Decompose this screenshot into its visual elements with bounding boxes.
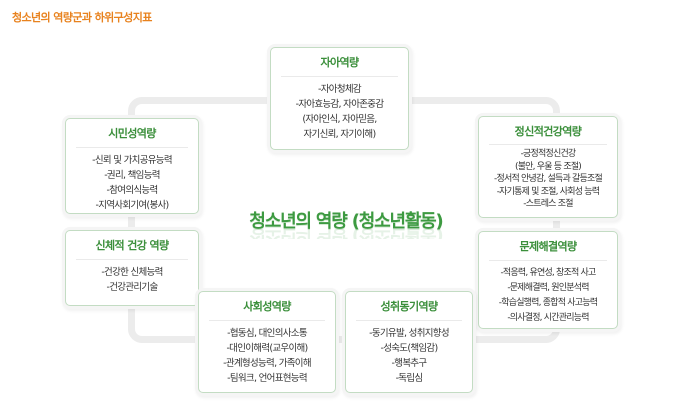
box-divider xyxy=(489,260,607,261)
box-item: -적응력, 유연성, 창조적 사고 xyxy=(500,268,596,278)
box-title: 성취동기역량 xyxy=(380,300,438,313)
competency-box-problem-solving: 문제해결역량 -적응력, 유연성, 창조적 사고 -문제해결력, 원인분석력 -… xyxy=(478,231,618,329)
center-title-reflection: 청소년의 역량 (청소년활동) xyxy=(226,229,466,239)
box-items: -적응력, 유연성, 창조적 사고 -문제해결력, 원인분석력 -학습실행력, … xyxy=(479,266,617,326)
box-item: -의사결정, 시간관리능력 xyxy=(507,313,589,323)
box-item: -관계형성능력, 가족이해 xyxy=(223,358,311,369)
box-title: 자아역량 xyxy=(320,56,359,69)
box-title: 신체적 건강 역량 xyxy=(95,239,169,252)
box-item: -긍정적정신건강 xyxy=(520,149,577,159)
box-item: -협동심, 대인의사소통 xyxy=(227,328,307,339)
box-items: -신뢰 및 가치공유능력 -권리, 책임능력 -참여의식능력 -지역사회기여(봉… xyxy=(66,153,198,213)
box-title: 문제해결역량 xyxy=(519,240,577,253)
box-item: (자아인식, 자아믿음, xyxy=(302,114,377,125)
competency-box-mental-health: 정신적건강역량 -긍정적정신건강 (불안, 우울 등 조절) -정서적 안녕감,… xyxy=(478,116,618,218)
box-item: -건강관리기술 xyxy=(106,282,159,293)
box-items: -자아청체감 -자아효능감, 자아존중감 (자아인식, 자아믿음, 자기신뢰, … xyxy=(271,82,408,142)
box-item: -행복추구 xyxy=(391,358,428,369)
box-item: -권리, 책임능력 xyxy=(104,170,160,181)
competency-box-physical-health: 신체적 건강 역량 -건강한 신체능력 -건강관리기술 xyxy=(65,230,199,306)
box-title: 사회성역량 xyxy=(243,300,291,313)
box-divider xyxy=(76,259,188,260)
competency-box-self: 자아역량 -자아청체감 -자아효능감, 자아존중감 (자아인식, 자아믿음, 자… xyxy=(270,47,409,150)
page-title: 청소년의 역량군과 하위구성지표 xyxy=(12,11,152,24)
box-item: 자기신뢰, 자기이해) xyxy=(303,129,377,140)
center-title-reflection-text: 청소년의 역량 (청소년활동) xyxy=(226,229,466,239)
box-item: -독립심 xyxy=(395,373,424,384)
competency-box-achievement-motivation: 성취동기역량 -동기유발, 성취지향성 -성숙도(책임감) -행복추구 -독립심 xyxy=(345,291,473,393)
box-item: -팀워크, 언어표현능력 xyxy=(227,373,307,384)
box-item: -대인이해력(교우이해) xyxy=(226,343,308,354)
box-items: -동기유발, 성취지향성 -성숙도(책임감) -행복추구 -독립심 xyxy=(346,326,472,386)
center-title: 청소년의 역량 (청소년활동) xyxy=(249,211,443,232)
box-divider xyxy=(281,76,398,77)
box-divider xyxy=(489,144,607,145)
box-item: -자기통제 및 조절, 사회성 능력 xyxy=(496,186,600,197)
box-items: -긍정적정신건강 (불안, 우울 등 조절) -정서적 안녕감, 설득과 갈등조… xyxy=(479,148,617,211)
box-divider xyxy=(76,147,188,148)
box-item: -정서적 안녕감, 설득과 갈등조절 xyxy=(494,174,603,184)
box-item: -자아효능감, 자아존중감 xyxy=(295,99,384,110)
box-item: -건강한 신체능력 xyxy=(101,267,163,278)
box-item: -동기유발, 성취지향성 xyxy=(369,328,449,339)
box-items: -협동심, 대인의사소통 -대인이해력(교우이해) -관계형성능력, 가족이해 … xyxy=(199,326,335,386)
box-item: -학습실행력, 종합적 사고능력 xyxy=(498,298,598,308)
box-title: 정신적건강역량 xyxy=(514,125,582,138)
box-item: -문제해결력, 원인분석력 xyxy=(507,283,589,293)
box-item: -성숙도(책임감) xyxy=(380,343,439,354)
box-item: -참여의식능력 xyxy=(106,185,159,196)
box-items: -건강한 신체능력 -건강관리기술 xyxy=(66,265,198,295)
box-item: -지역사회기여(봉사) xyxy=(95,200,169,211)
box-item: -스트레스 조절 xyxy=(523,199,573,209)
box-item: -신뢰 및 가치공유능력 xyxy=(92,155,172,166)
box-divider xyxy=(356,320,462,321)
box-item: (불안, 우울 등 조절) xyxy=(514,161,582,172)
competency-box-sociality: 사회성역량 -협동심, 대인의사소통 -대인이해력(교우이해) -관계형성능력,… xyxy=(198,291,336,393)
box-title: 시민성역량 xyxy=(108,127,156,140)
competency-box-citizenship: 시민성역량 -신뢰 및 가치공유능력 -권리, 책임능력 -참여의식능력 -지역… xyxy=(65,118,199,214)
box-divider xyxy=(209,320,325,321)
box-item: -자아청체감 xyxy=(318,84,362,95)
